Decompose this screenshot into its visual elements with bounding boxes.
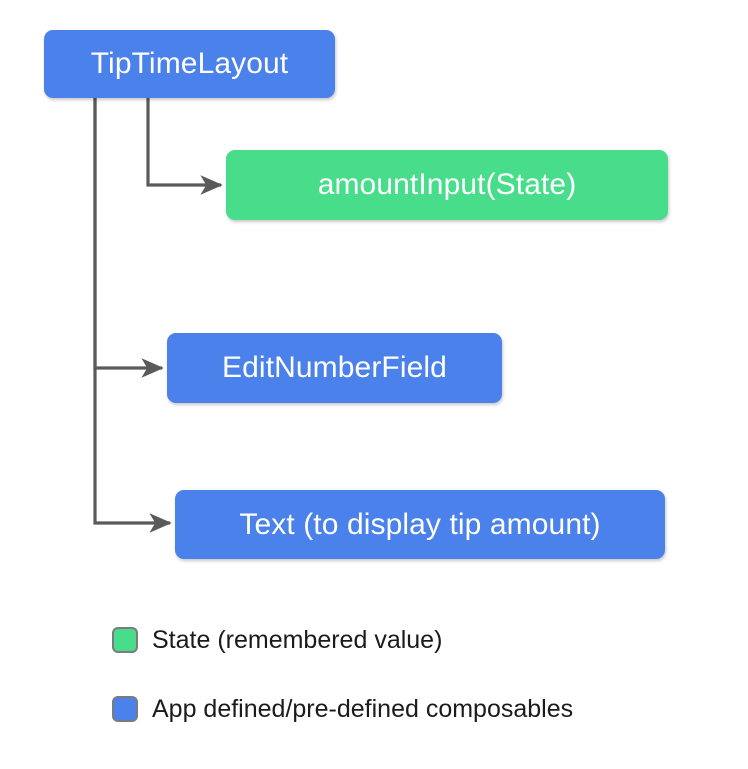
legend-swatch-composables-icon bbox=[112, 696, 138, 722]
legend-item-composables: App defined/pre-defined composables bbox=[112, 694, 672, 724]
node-text-display[interactable]: Text (to display tip amount) bbox=[175, 490, 665, 559]
node-editnumberfield-label: EditNumberField bbox=[222, 351, 447, 384]
legend-label-composables: App defined/pre-defined composables bbox=[152, 694, 574, 723]
edge-tiptimelayout-to-text-display bbox=[93, 98, 172, 533]
node-tiptimelayout-label: TipTimeLayout bbox=[90, 47, 289, 80]
node-text-display-label: Text (to display tip amount) bbox=[239, 507, 601, 541]
legend-item-state: State (remembered value) bbox=[112, 625, 672, 655]
edge-tiptimelayout-to-amountinput bbox=[146, 98, 223, 195]
edge-tiptimelayout-to-editnumberfield bbox=[93, 98, 164, 378]
node-amountinput-label: amountInput(State) bbox=[317, 168, 577, 201]
legend-swatch-state-icon bbox=[112, 627, 138, 653]
node-amountinput[interactable]: amountInput(State) bbox=[226, 150, 668, 220]
node-tiptimelayout[interactable]: TipTimeLayout bbox=[44, 30, 335, 98]
legend-label-state: State (remembered value) bbox=[152, 625, 443, 654]
node-editnumberfield[interactable]: EditNumberField bbox=[167, 333, 502, 403]
